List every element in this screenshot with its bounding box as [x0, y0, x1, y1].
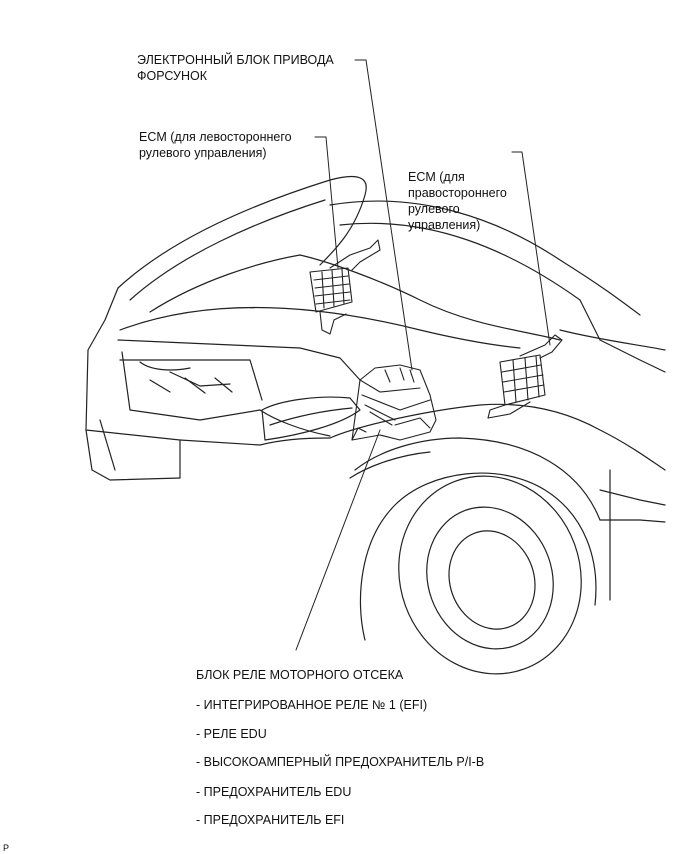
relay-item: - ПРЕДОХРАНИТЕЛЬ EDU — [196, 785, 352, 799]
body-front-drawing — [85, 287, 361, 481]
relay-item: - ИНТЕГРИРОВАННОЕ РЕЛЕ № 1 (EFI) — [196, 698, 428, 712]
windshield-drawing — [119, 200, 641, 349]
ecm-rhd-drawing — [487, 334, 563, 419]
ecm-lhd-drawing — [309, 239, 381, 335]
leader-lines — [295, 59, 551, 651]
relay-block-drawing — [351, 364, 437, 441]
relay-block-title: БЛОК РЕЛЕ МОТОРНОГО ОТСЕКА — [196, 668, 404, 682]
injector-driver-label: ЭЛЕКТРОННЫЙ БЛОК ПРИВОДА ФОРСУНОК — [137, 53, 334, 83]
relay-item: - РЕЛЕ EDU — [196, 727, 267, 741]
relay-item: - ПРЕДОХРАНИТЕЛЬ EFI — [196, 813, 345, 827]
ecm-rhd-label: ECM (для правостороннего рулевого управл… — [408, 170, 507, 232]
fender-wheel-drawing — [329, 299, 666, 675]
hood-drawing — [117, 175, 367, 313]
relay-item: - ВЫСОКОАМПЕРНЫЙ ПРЕДОХРАНИТЕЛЬ P/I-B — [196, 755, 485, 769]
figure-code: P — [3, 843, 10, 853]
ecm-lhd-label: ECM (для левостороннего рулевого управле… — [139, 130, 292, 160]
